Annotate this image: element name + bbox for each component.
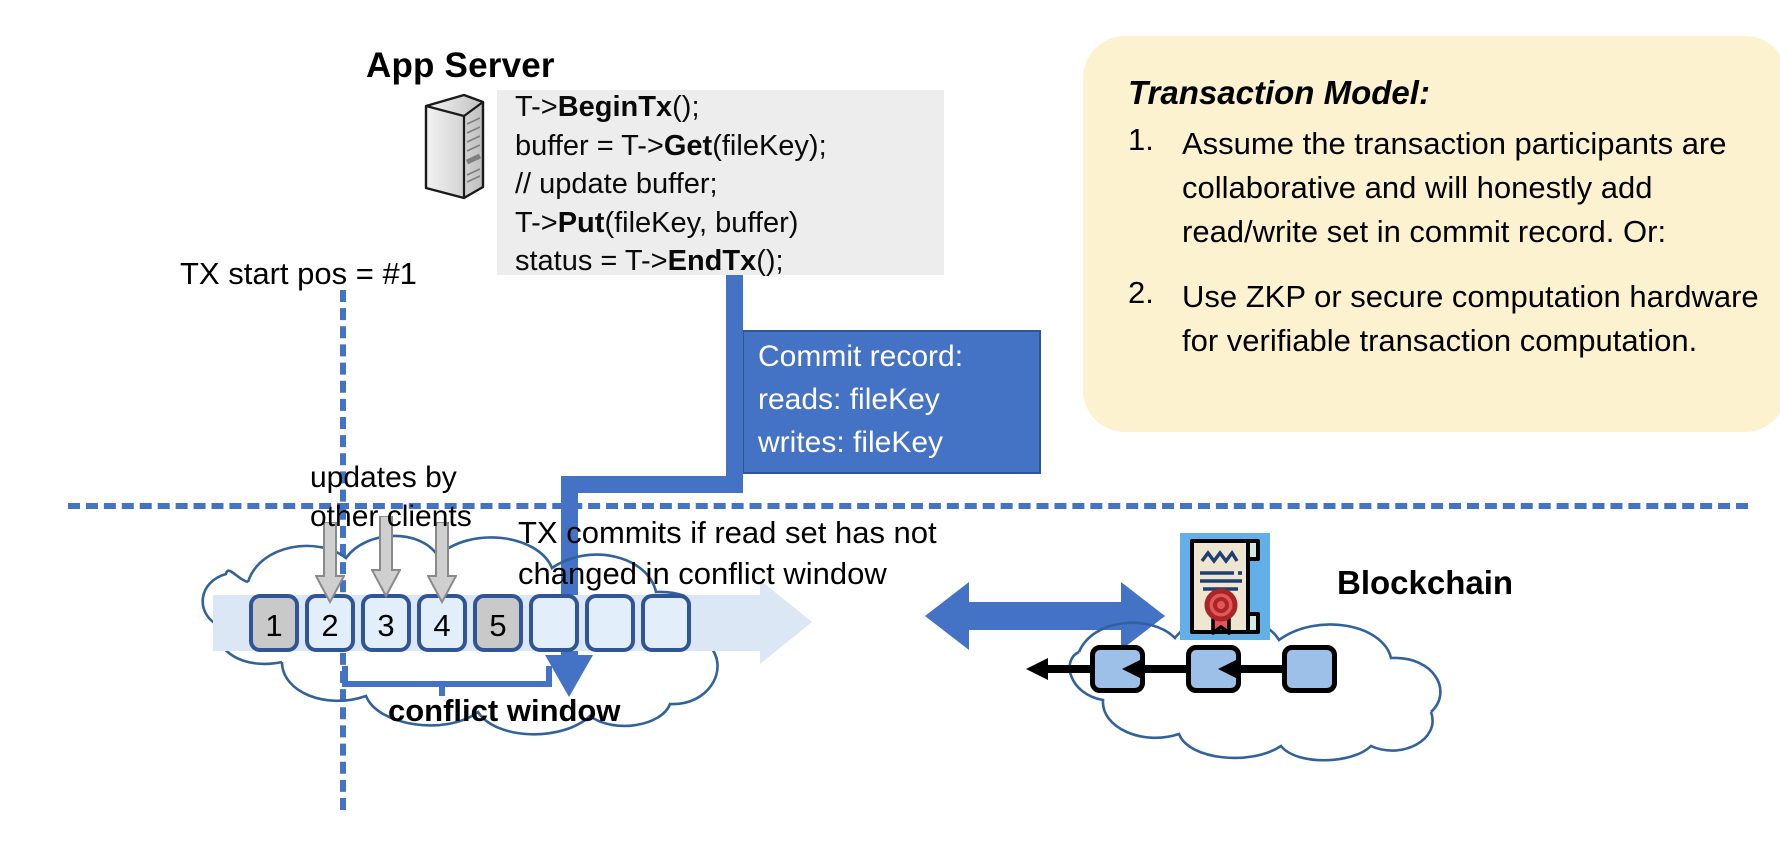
commit-connector-segment-vertical-upper xyxy=(726,275,743,492)
code-line: status = T->EndTx(); xyxy=(515,245,784,277)
transaction-model-item-number-2: 2. xyxy=(1128,275,1154,310)
code-line: // update buffer; xyxy=(515,168,718,200)
code-line: buffer = T->Get(fileKey); xyxy=(515,129,827,162)
code-line: T->Put(fileKey, buffer) xyxy=(515,206,799,239)
ledger-continues-arrow xyxy=(700,580,812,664)
ledger-slot-7[interactable] xyxy=(585,594,635,652)
transaction-model-title: Transaction Model: xyxy=(1128,74,1430,111)
other-client-update-arrow-1 xyxy=(315,522,345,604)
commit-connector-arrowhead xyxy=(545,655,593,697)
blockchain-link-arrow-2 xyxy=(1122,658,1188,680)
app-server-title: App Server xyxy=(366,46,555,85)
ledger-slot-6[interactable] xyxy=(529,594,579,652)
commit-connector-segment-horizontal xyxy=(561,476,743,493)
updates-by-other-clients-label: updates by other clients xyxy=(310,461,472,533)
commit-record-title: Commit record: xyxy=(758,340,964,373)
certificate-seal-icon xyxy=(1180,533,1270,640)
other-client-update-arrow-3 xyxy=(427,522,457,604)
blockchain-block-3 xyxy=(1282,645,1337,693)
blockchain-link-arrow-3 xyxy=(1218,658,1284,680)
transaction-model-item-1: Assume the transaction participants are … xyxy=(1182,126,1727,249)
other-client-update-arrow-2 xyxy=(371,516,401,598)
tx-start-pos-label: TX start pos = #1 xyxy=(180,256,417,291)
transaction-model-item-number-1: 1. xyxy=(1128,122,1154,157)
ledger-blockchain-sync-arrow xyxy=(925,582,1165,650)
ledger-slot-5[interactable]: 5 xyxy=(473,594,523,652)
code-block-background xyxy=(497,90,944,275)
commit-record-box xyxy=(742,330,1041,474)
tx-commits-condition-label: TX commits if read set has not changed i… xyxy=(518,515,937,591)
blockchain-link-arrow-1 xyxy=(1026,658,1092,680)
commit-record-text: Commit record: reads: fileKey writes: file… xyxy=(758,335,963,464)
ledger-slot-8[interactable] xyxy=(641,594,691,652)
ledger-slot-3[interactable]: 3 xyxy=(361,594,411,652)
transaction-model-panel xyxy=(1083,36,1780,432)
code-block-text: T->BeginTx(); buffer = T->Get(fileKey); //… xyxy=(515,88,827,281)
blockchain-cloud-outline xyxy=(1068,615,1442,762)
blockchain-label: Blockchain xyxy=(1337,564,1514,601)
conflict-window-brace xyxy=(342,666,552,696)
commit-record-reads: reads: fileKey xyxy=(758,383,940,416)
tx-start-vertical-dashed-line xyxy=(340,290,346,810)
server-tower-icon xyxy=(424,93,485,200)
conflict-window-label: conflict window xyxy=(388,693,621,728)
ledger-slot-1[interactable]: 1 xyxy=(249,594,299,652)
code-line: T->BeginTx(); xyxy=(515,91,700,123)
commit-record-writes: writes: fileKey xyxy=(758,426,944,459)
transaction-model-item-2: Use ZKP or secure computation hardware f… xyxy=(1182,279,1759,358)
layer-separator-dashed-line xyxy=(68,503,1748,509)
